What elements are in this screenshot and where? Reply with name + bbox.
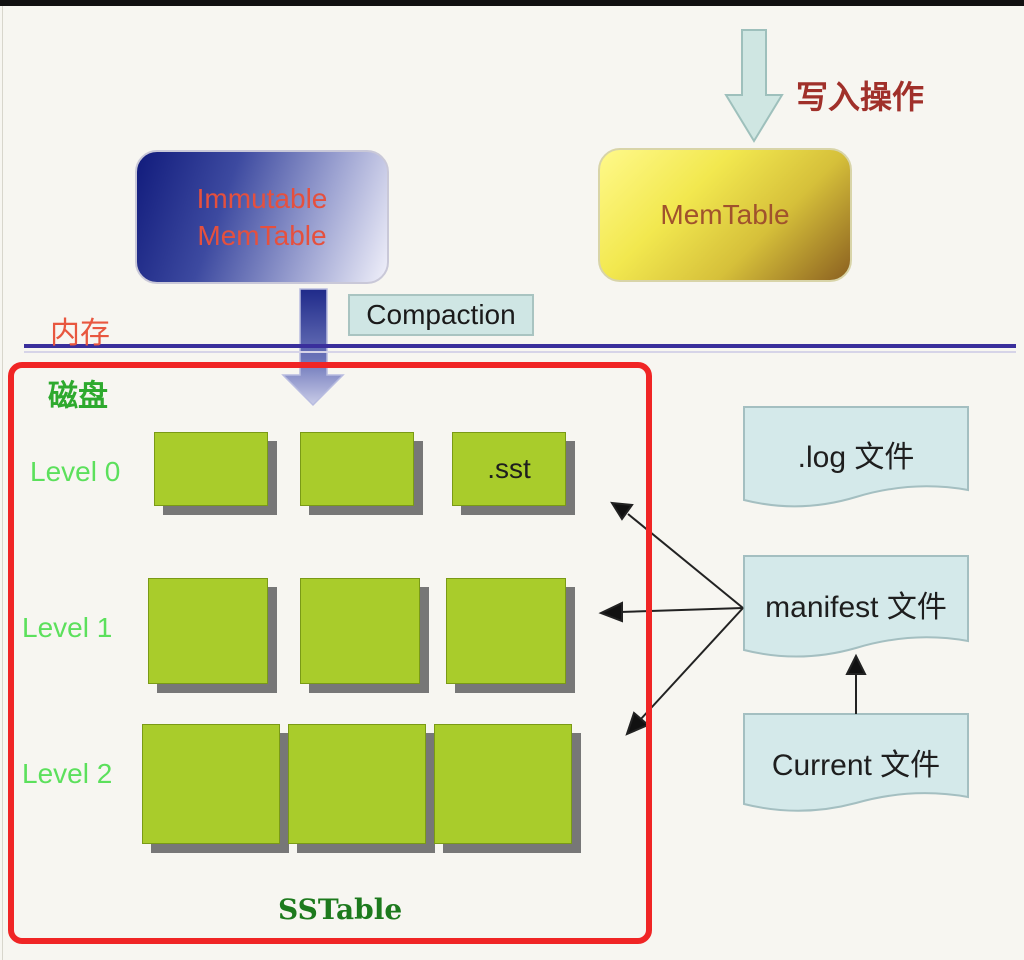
sst-label: .sst: [487, 453, 531, 484]
manifest-pointers: [598, 501, 744, 736]
immutable-memtable-line2: MemTable: [197, 220, 327, 251]
manifest-file-shape: [743, 555, 969, 658]
sst-level2-1: [142, 724, 280, 844]
compaction-label: Compaction: [348, 294, 534, 336]
write-operation-label: 写入操作: [796, 79, 925, 115]
manifest-to-level1-arrowhead: [598, 601, 623, 623]
write-arrow: [724, 29, 784, 143]
sst-level0-2: [300, 432, 414, 506]
sst-level2-3: [434, 724, 572, 844]
left-border: [2, 6, 3, 960]
manifest-to-level2-line: [639, 607, 744, 721]
sst-level0-1: [154, 432, 268, 506]
sst-level1-3: [446, 578, 566, 684]
disk-label: 磁盘: [48, 380, 108, 413]
current-file-shape: [743, 713, 969, 812]
manifest-file-label: manifest 文件: [765, 591, 947, 624]
immutable-memtable-line1: Immutable: [196, 183, 328, 214]
level-1-label: Level 1: [22, 612, 113, 643]
manifest-to-level1-line: [619, 607, 744, 613]
manifest-to-level2-arrowhead: [625, 711, 650, 736]
memory-label: 内存: [50, 317, 110, 350]
manifest-to-level0-arrowhead: [610, 501, 634, 521]
sst-level1-1: [148, 578, 268, 684]
log-file-label: .log 文件: [797, 441, 915, 474]
level-0-label: Level 0: [30, 456, 121, 487]
level-2-label: Level 2: [22, 758, 113, 789]
memtable-label: MemTable: [660, 199, 790, 230]
sstable-caption: SSTable: [278, 893, 403, 926]
current-file-label: Current 文件: [771, 749, 941, 782]
sst-level1-2: [300, 578, 420, 684]
immutable-memtable-box: Immutable MemTable: [135, 150, 389, 284]
sst-level0-3: .sst: [452, 432, 566, 506]
log-file-shape: [743, 406, 969, 508]
top-border: [0, 0, 1024, 6]
memtable-box: MemTable: [598, 148, 852, 282]
disk-highlight-frame: [8, 362, 652, 944]
current-to-manifest-arrow: [845, 653, 867, 714]
sst-level2-2: [288, 724, 426, 844]
